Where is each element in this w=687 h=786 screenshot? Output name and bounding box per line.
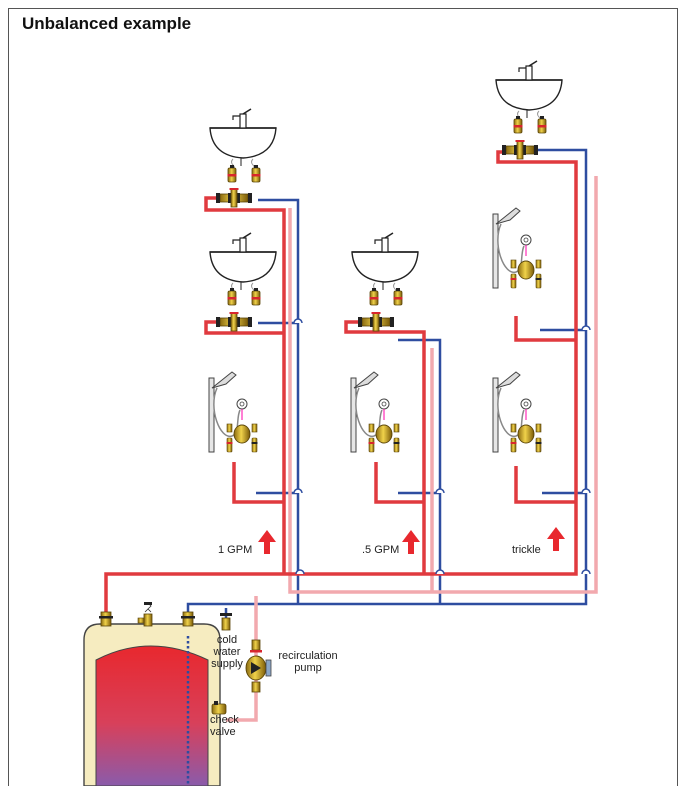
shower-right-bottom (492, 371, 543, 453)
flow-arrow-left (258, 530, 276, 554)
flow-label-left: 1 GPM (218, 544, 253, 556)
recirculation-pump-icon (245, 639, 272, 693)
diagram-title: Unbalanced example (22, 14, 192, 33)
sink-left-middle (209, 232, 277, 296)
cold-water-supply-label: cold water supply (211, 634, 243, 670)
frame-border (8, 8, 678, 786)
valve-icon (369, 287, 379, 306)
flow-label-middle: .5 GPM (362, 544, 400, 556)
valve-icon (251, 164, 261, 183)
recirculation-pump-label: recirculation pump (278, 650, 338, 674)
tee-fitting-icon (501, 139, 539, 160)
tee-fitting-icon (215, 187, 253, 208)
flow-arrow-right (547, 527, 565, 551)
hot-water-pipes (104, 150, 578, 626)
sink-middle (351, 232, 419, 296)
valve-icon (227, 287, 237, 306)
pipe-crossovers (293, 318, 591, 575)
valve-icon (537, 115, 547, 134)
sink-right (495, 60, 563, 124)
check-valve-icon (211, 701, 227, 715)
return-pipes (226, 176, 598, 722)
flow-arrow-middle (402, 530, 420, 554)
shower-middle (350, 371, 401, 453)
water-heater-tank (83, 623, 221, 786)
valve-icon (251, 287, 261, 306)
valve-icon (513, 115, 523, 134)
shower-left (208, 371, 259, 453)
flow-label-right: trickle (512, 544, 541, 556)
valve-icon (393, 287, 403, 306)
shower-right-top (492, 207, 543, 289)
tee-fitting-icon (357, 311, 395, 332)
tee-fitting-icon (215, 311, 253, 332)
cold-supply-valve-icon (220, 613, 232, 631)
check-valve-label: check valve (210, 714, 239, 738)
valve-icon (227, 164, 237, 183)
tank-fittings (99, 602, 195, 627)
sink-left-top (209, 108, 277, 172)
